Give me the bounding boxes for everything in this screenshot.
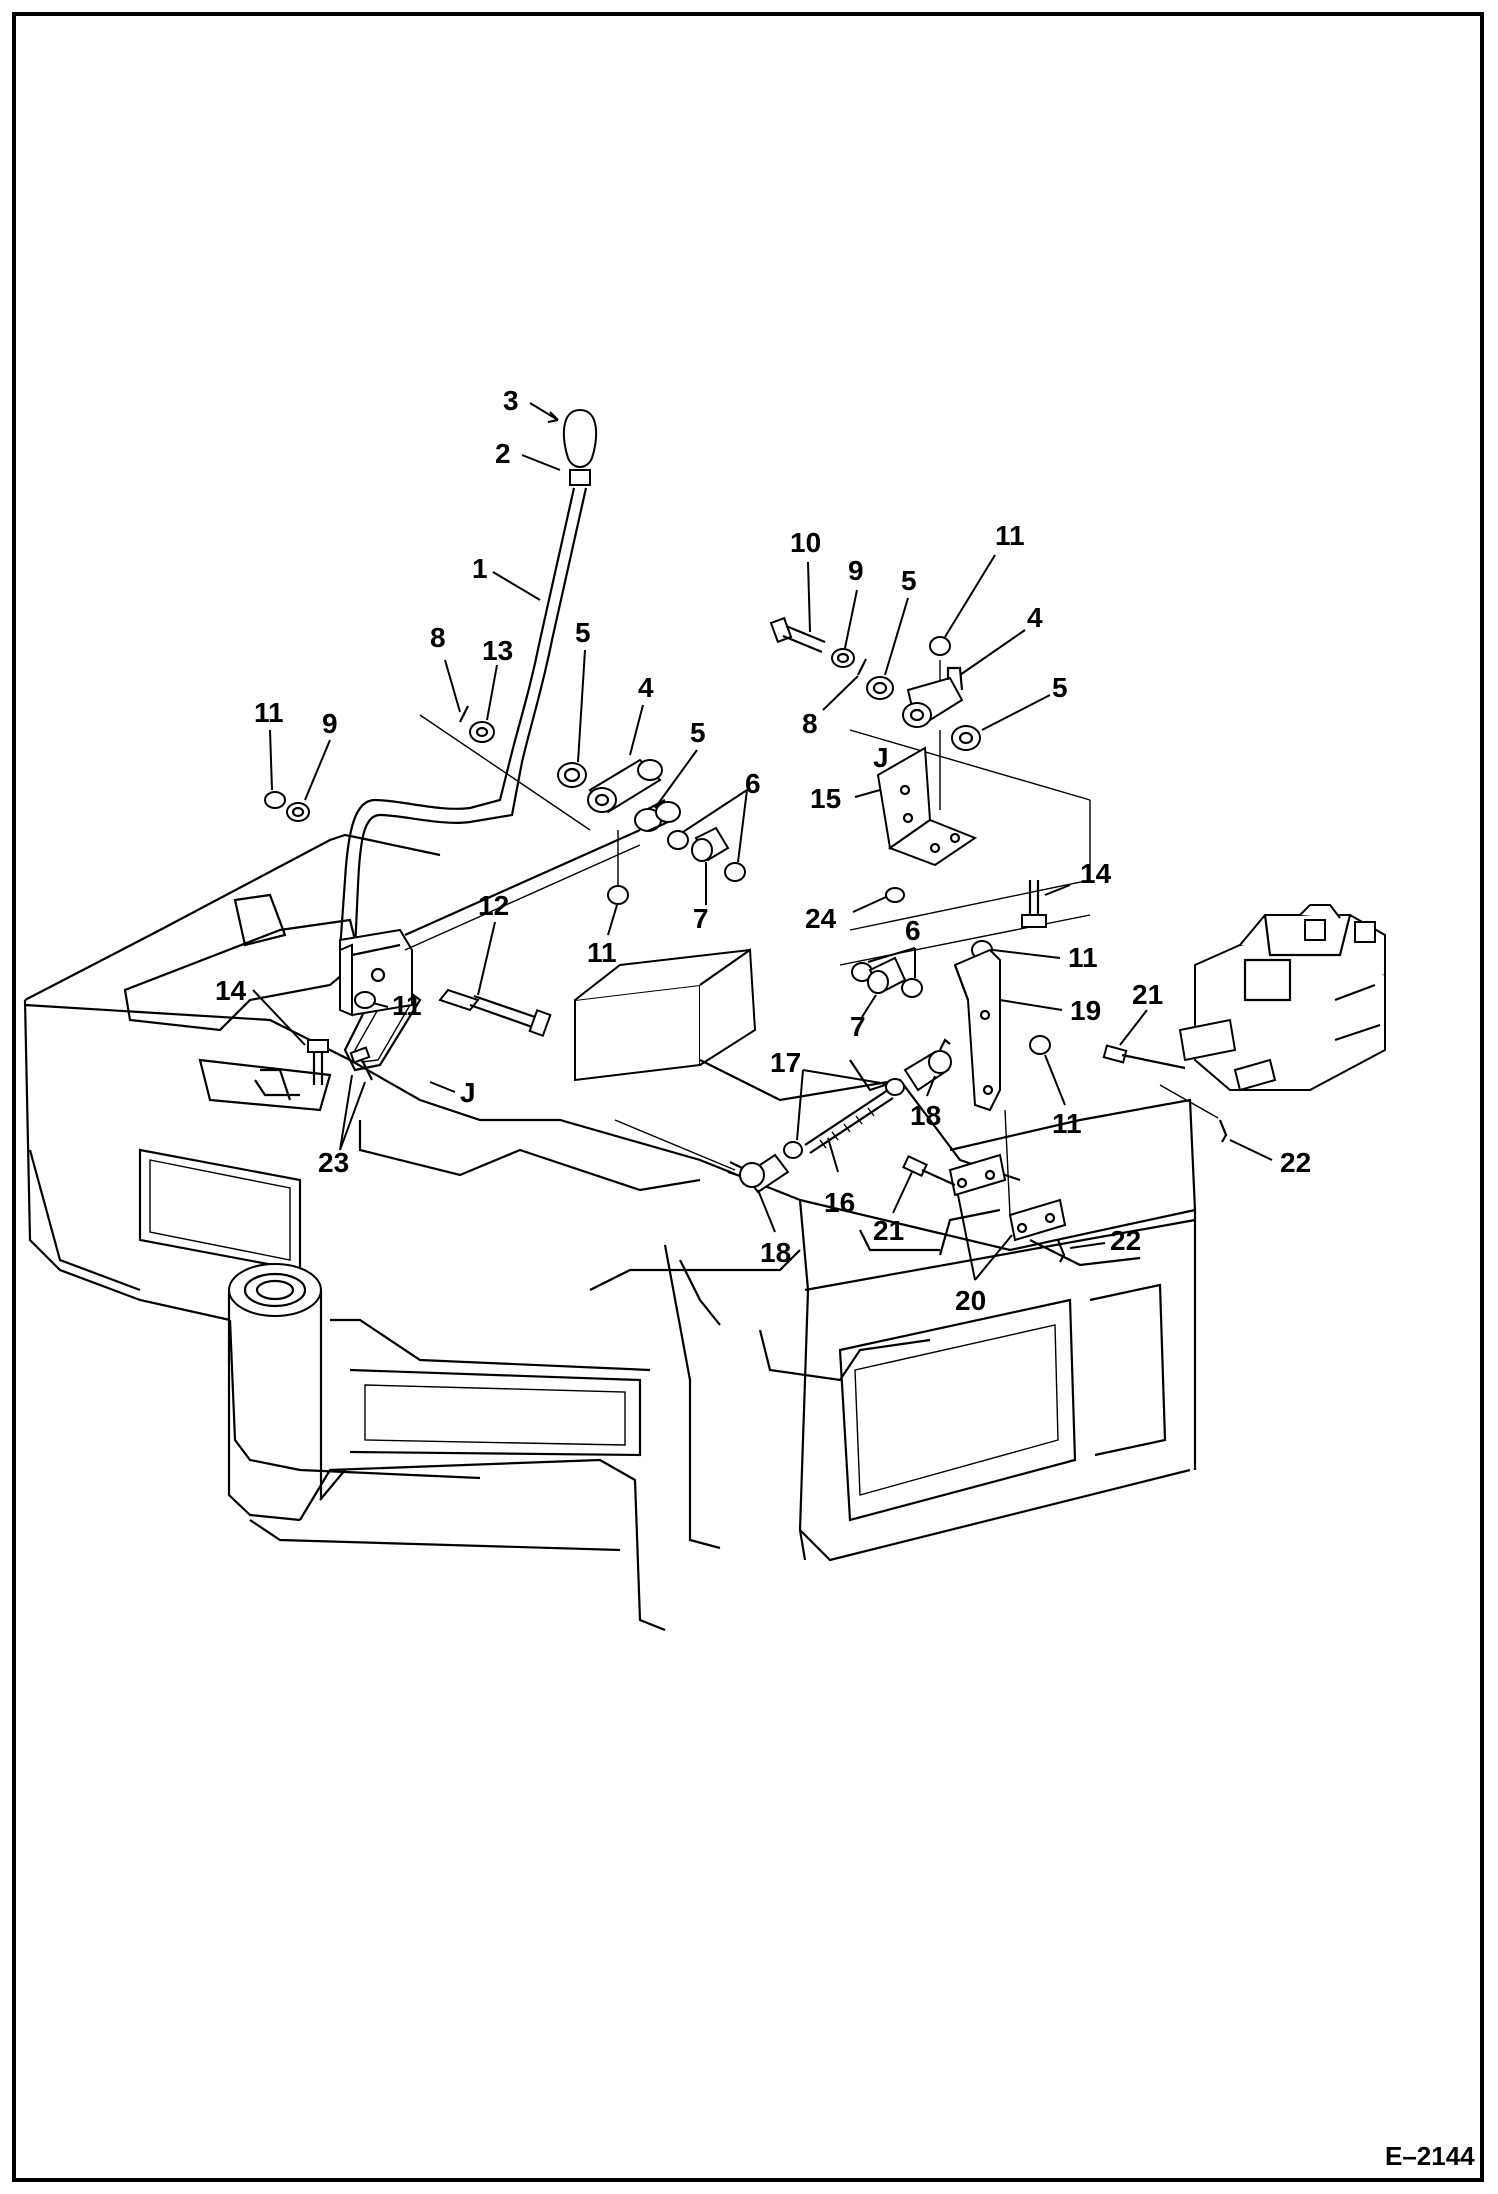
callout-14: 14 <box>1080 858 1112 889</box>
callout-11: 11 <box>995 520 1025 551</box>
callout-22: 22 <box>1110 1225 1141 1256</box>
callout-22: 22 <box>1280 1147 1311 1178</box>
callout-20: 20 <box>955 1285 986 1316</box>
callout-9: 9 <box>848 555 864 586</box>
washer-9-right <box>831 648 855 668</box>
callout-labels: 3 2 1 8 13 5 4 11 9 5 6 7 12 11 14 11 J … <box>215 385 1311 1316</box>
plate-20-a <box>948 1153 1007 1197</box>
callout-11: 11 <box>392 990 422 1021</box>
pin-8-right <box>857 658 867 676</box>
callout-5: 5 <box>690 717 706 748</box>
callout-9: 9 <box>322 708 338 739</box>
pin-21-upper <box>1102 1044 1186 1070</box>
callout-21: 21 <box>873 1215 904 1246</box>
cross-link-line <box>404 828 641 937</box>
bushing-5-upper <box>866 676 894 700</box>
nut-11-upper <box>929 636 951 656</box>
nut-11-right-b <box>1029 1035 1051 1055</box>
rod-end-18-lower <box>727 1153 790 1194</box>
callout-24: 24 <box>805 903 837 934</box>
lower-linkage <box>614 940 1067 1263</box>
bracket-19 <box>953 948 1001 1112</box>
valve-lever-assembly <box>769 616 1047 928</box>
machine-frame-outline <box>23 714 1197 1632</box>
counterweight-block <box>574 948 757 1082</box>
clip-22-upper <box>1218 1119 1228 1143</box>
nut-11-left <box>264 791 286 809</box>
lever-rod <box>338 487 588 951</box>
callout-11: 11 <box>587 937 617 968</box>
callout-11: 11 <box>1068 942 1098 973</box>
threaded-rod-16 <box>804 1089 894 1154</box>
callout-18: 18 <box>760 1237 791 1268</box>
leader-lines <box>252 402 1273 1281</box>
bolt-14-left <box>307 1039 329 1085</box>
callout-10: 10 <box>790 527 821 558</box>
callout-7: 7 <box>850 1011 866 1042</box>
nut-17-upper <box>885 1078 905 1096</box>
callout-14: 14 <box>215 975 247 1006</box>
pin-8-left <box>459 705 469 723</box>
callout-J: J <box>460 1077 476 1108</box>
plate-20-b <box>1008 1198 1067 1242</box>
callout-15: 15 <box>810 783 841 814</box>
callout-6: 6 <box>745 768 761 799</box>
callout-5: 5 <box>575 617 591 648</box>
callout-13: 13 <box>482 635 513 666</box>
bushing-5-mid <box>634 799 681 833</box>
callout-J: J <box>873 742 889 773</box>
o-ring-6-b <box>724 862 746 882</box>
callout-8: 8 <box>430 622 446 653</box>
callout-16: 16 <box>824 1187 855 1218</box>
spacer-7-left <box>691 826 730 862</box>
clip-22-lower <box>1056 1239 1066 1263</box>
bracket-15 <box>876 746 978 867</box>
callout-11: 11 <box>254 697 284 728</box>
callout-19: 19 <box>1070 995 1101 1026</box>
lever-knob <box>562 408 598 486</box>
control-lever-assembly <box>264 408 746 1085</box>
callout-1: 1 <box>472 553 488 584</box>
callout-7: 7 <box>693 903 709 934</box>
bolt-23 <box>349 1046 373 1081</box>
callout-4: 4 <box>638 672 654 703</box>
bolt-14-right <box>1021 880 1047 928</box>
callout-8: 8 <box>802 708 818 739</box>
callout-21: 21 <box>1132 979 1163 1010</box>
figure-reference-code: E–2144 <box>1385 2141 1475 2171</box>
callout-17: 17 <box>770 1047 801 1078</box>
callout-5: 5 <box>901 565 917 596</box>
bushing-5-left <box>557 762 587 788</box>
lever-arm-4-right <box>902 666 964 728</box>
bolt-10 <box>769 616 826 654</box>
bolt-24 <box>885 887 905 903</box>
callout-4: 4 <box>1027 602 1043 633</box>
callout-23: 23 <box>318 1147 349 1178</box>
callout-12: 12 <box>478 890 509 921</box>
o-ring-6-a <box>667 830 689 850</box>
pin-21-lower <box>902 1155 956 1187</box>
washer-13 <box>469 721 495 743</box>
callout-2: 2 <box>495 438 511 469</box>
rod-end-18-upper <box>903 1038 952 1092</box>
callout-5: 5 <box>1052 672 1068 703</box>
drawing-border <box>12 12 1484 2182</box>
lever-arm-4 <box>587 758 663 814</box>
nut-11-mid <box>607 885 629 905</box>
callout-6: 6 <box>905 915 921 946</box>
spacer-7-right <box>867 956 907 994</box>
boom-pivot <box>227 1263 666 1632</box>
bolt-12 <box>438 988 552 1038</box>
callout-3: 3 <box>503 385 519 416</box>
callout-11: 11 <box>1052 1108 1082 1139</box>
nut-11-lower <box>354 991 376 1009</box>
o-ring-6-d <box>901 978 923 998</box>
bushing-5-right <box>951 725 981 751</box>
nut-17-lower <box>783 1141 803 1159</box>
washer-9-left <box>286 802 310 822</box>
control-valve <box>1102 904 1386 1143</box>
callout-18: 18 <box>910 1100 941 1131</box>
